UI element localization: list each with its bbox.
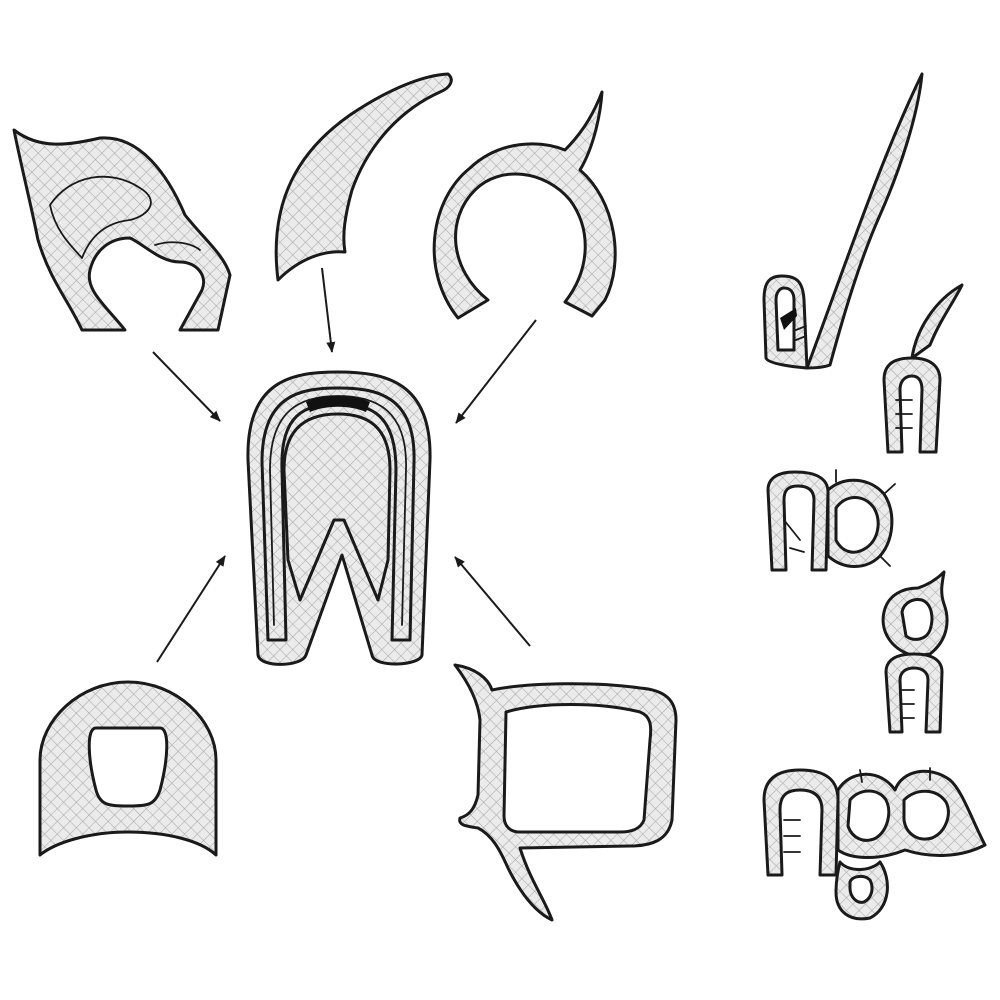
arrow-top-right: [455, 319, 537, 424]
profile-curved-lip-top-center: [274, 72, 453, 282]
arrow-top-center: [321, 267, 336, 353]
small-profile-round-bulb: [766, 469, 896, 572]
arrow-bottom-left: [156, 555, 226, 663]
small-profile-long-lip: [762, 72, 924, 370]
arrow-bottom-right: [454, 556, 531, 647]
metal-core-strip: [306, 396, 370, 412]
small-profile-stacked-bulb: [881, 570, 949, 734]
arrow-top-left: [152, 351, 221, 422]
arrows: [152, 267, 537, 663]
small-core-1: [780, 308, 797, 330]
profile-solid-dome-bottom-left: [38, 680, 218, 857]
profile-hollow-arch-top-right: [432, 90, 617, 320]
profile-double-bulb-top-left: [12, 128, 232, 332]
small-profile-double-bulb: [762, 767, 987, 921]
central-edge-protection-profile: [246, 370, 432, 666]
profile-square-hollow-bottom-right: [453, 663, 678, 922]
small-profile-curved-lip: [882, 283, 964, 454]
